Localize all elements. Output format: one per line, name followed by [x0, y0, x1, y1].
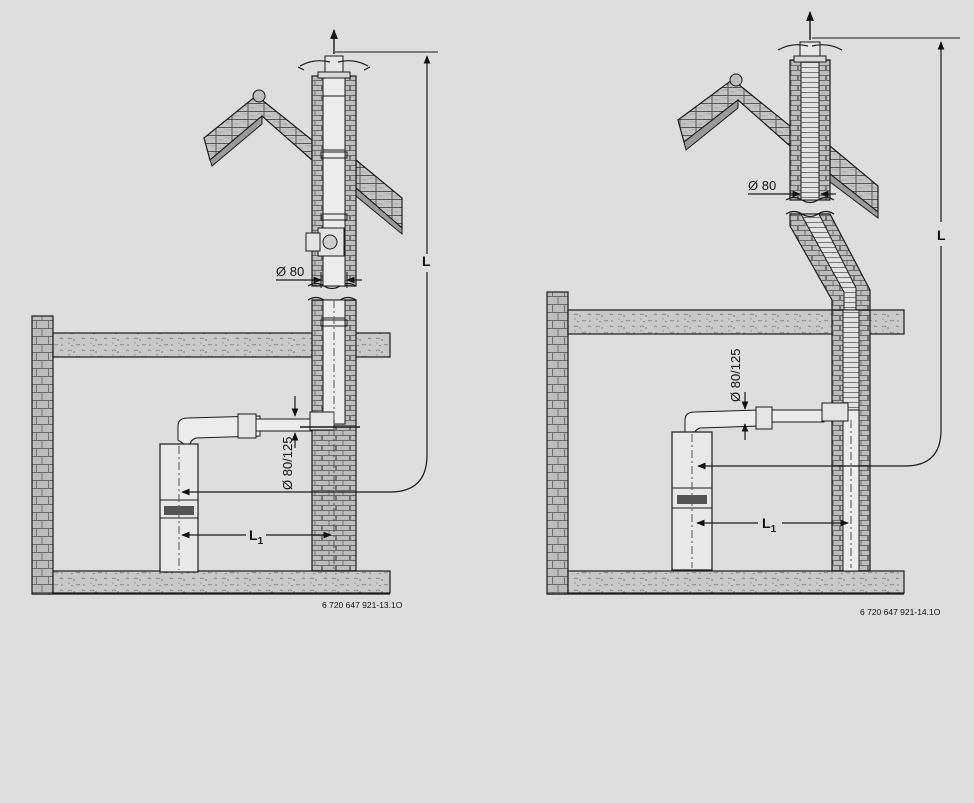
figure-code-right: 6 720 647 921-14.1O — [860, 607, 941, 617]
figure-code-left: 6 720 647 921-13.1O — [322, 600, 403, 610]
roof-left — [203, 89, 403, 236]
floor-slab-left — [52, 570, 391, 594]
diameter-shaft-label-left: Ø 80 — [276, 264, 304, 279]
exterior-wall-left — [31, 315, 54, 595]
connector-pipe-right — [684, 402, 849, 437]
diameter-shaft-label-right: Ø 80 — [748, 178, 776, 193]
dimension-l1-label-left: L1 — [249, 527, 264, 547]
figure-left-vertical-shaft — [31, 29, 438, 595]
chimney-terminal-right — [777, 11, 843, 63]
dimension-l1-label-right: L1 — [762, 515, 777, 535]
exterior-wall-right — [546, 291, 569, 595]
diameter-connector-label-right: Ø 80/125 — [728, 349, 743, 403]
chimney-terminal-left — [297, 29, 371, 79]
diameter-connector-label-left: Ø 80/125 — [280, 437, 295, 491]
dimension-l-label-right: L — [937, 227, 946, 243]
floor-slab-right — [567, 570, 905, 594]
figure-right-offset-shaft — [546, 11, 960, 595]
roof-right — [677, 73, 879, 219]
dimension-l-label-left: L — [422, 253, 431, 269]
connector-pipe-left — [177, 411, 360, 449]
